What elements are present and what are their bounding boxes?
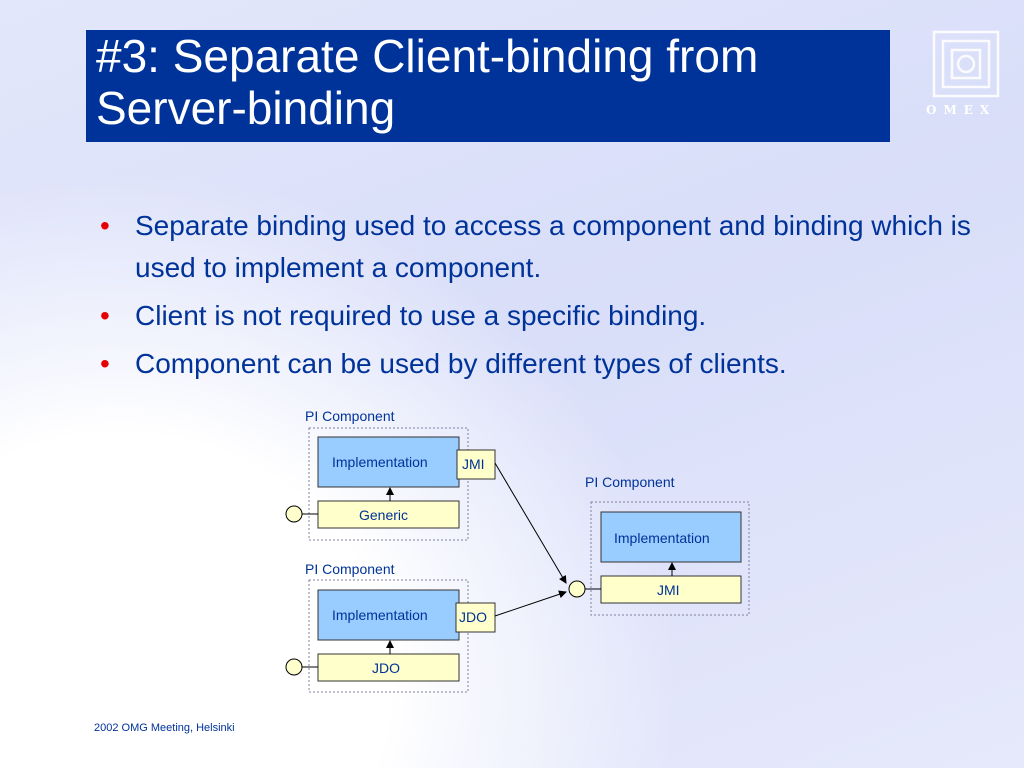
logo-wordmark: OMEX bbox=[926, 103, 997, 117]
pi-component-label: PI Component bbox=[305, 561, 395, 577]
footer-text: 2002 OMG Meeting, Helsinki bbox=[94, 722, 235, 734]
slide-title: #3: Separate Client-binding from Server-… bbox=[96, 30, 759, 134]
jdo-binding-label: JDO bbox=[372, 660, 400, 676]
bullet-item: • Separate binding used to access a compo… bbox=[100, 205, 980, 289]
pi-component-label: PI Component bbox=[305, 408, 395, 424]
pi-component-boundary bbox=[308, 427, 469, 541]
jmi-binding-label: JMI bbox=[657, 582, 680, 598]
bullet-dot-icon: • bbox=[100, 300, 110, 331]
implementation-label: Implementation bbox=[332, 607, 428, 623]
jmi-port-label: JMI bbox=[462, 456, 485, 472]
bullet-text: Component can be used by different types… bbox=[135, 348, 787, 379]
implementation-label: Implementation bbox=[614, 530, 710, 546]
jmi-connection-arrow bbox=[494, 462, 567, 584]
binding-box bbox=[600, 575, 742, 604]
bullet-text: Client is not required to use a specific… bbox=[135, 300, 707, 331]
jdo-port-label: JDO bbox=[459, 609, 487, 625]
interface-lollipop-icon bbox=[285, 658, 303, 676]
pi-component-label: PI Component bbox=[585, 474, 675, 490]
implementation-box bbox=[317, 589, 460, 641]
omex-logo-icon bbox=[932, 30, 1000, 98]
generic-binding-label: Generic bbox=[359, 507, 408, 523]
jdo-connection-arrow bbox=[494, 590, 567, 617]
bullet-dot-icon: • bbox=[100, 348, 110, 379]
title-banner bbox=[86, 30, 890, 142]
bullet-dot-icon: • bbox=[100, 210, 110, 241]
jmi-port bbox=[456, 449, 496, 480]
jdo-port bbox=[455, 602, 496, 633]
bullet-text: Separate binding used to access a compon… bbox=[135, 210, 971, 283]
implementation-label: Implementation bbox=[332, 454, 428, 470]
bullet-item: • Component can be used by different type… bbox=[100, 343, 980, 385]
binding-box bbox=[317, 653, 460, 682]
bullet-list: • Separate binding used to access a compo… bbox=[100, 205, 980, 391]
binding-box bbox=[317, 500, 460, 529]
bullet-item: • Client is not required to use a specifi… bbox=[100, 295, 980, 337]
implementation-box bbox=[600, 511, 742, 563]
pi-component-boundary bbox=[308, 579, 469, 693]
pi-component-boundary bbox=[590, 501, 750, 616]
interface-lollipop-icon bbox=[568, 580, 586, 598]
interface-lollipop-icon bbox=[285, 505, 303, 523]
